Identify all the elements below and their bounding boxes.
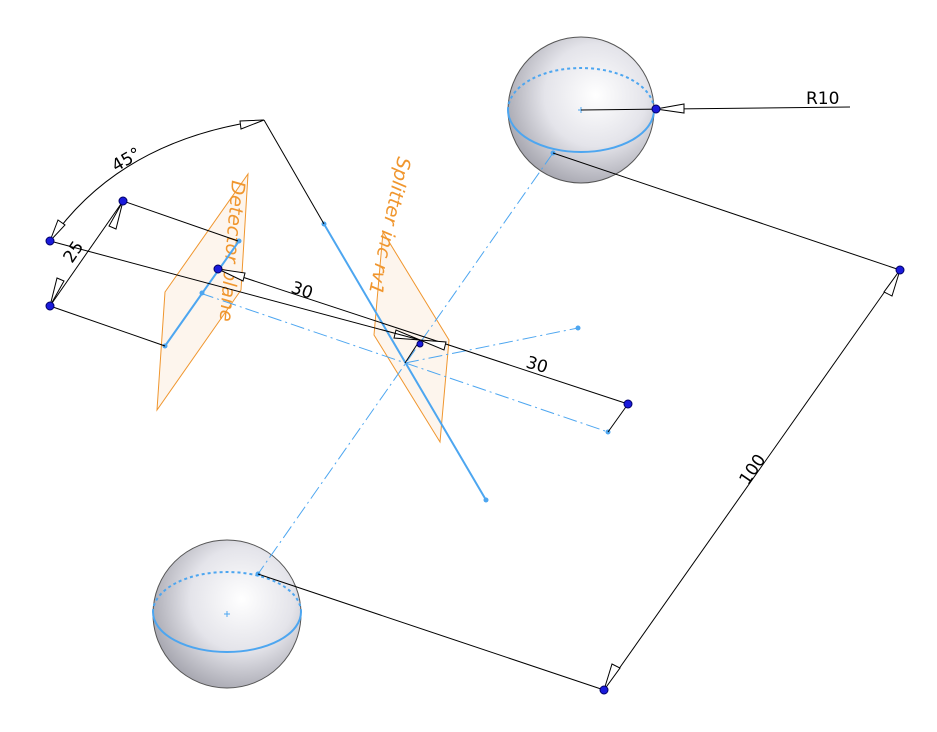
offset-2-label: 30 bbox=[524, 353, 551, 378]
sphere-bottom[interactable] bbox=[152, 539, 302, 689]
distance-dimension[interactable]: 100 bbox=[257, 152, 901, 691]
splitter-line[interactable] bbox=[323, 223, 487, 501]
radius-label: R10 bbox=[806, 89, 839, 109]
distance-label: 100 bbox=[736, 451, 771, 489]
reflected-beam-line[interactable] bbox=[404, 327, 579, 364]
sketch-points[interactable] bbox=[45, 104, 905, 695]
height-label: 25 bbox=[60, 238, 89, 267]
radius-dimension[interactable]: R10 bbox=[580, 89, 851, 114]
angle-label: 45° bbox=[109, 144, 145, 176]
optical-axis-line[interactable] bbox=[257, 152, 554, 575]
